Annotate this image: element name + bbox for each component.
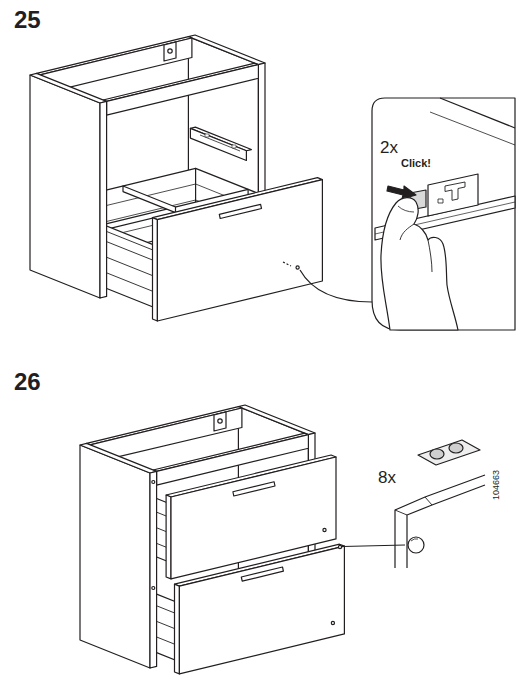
click-label: Click! <box>401 157 431 170</box>
quantity-label: 8x <box>378 468 396 488</box>
step-number: 26 <box>14 368 41 396</box>
quantity-label: 2x <box>380 138 398 158</box>
step-number: 25 <box>14 6 41 34</box>
article-number: 104663 <box>491 470 501 500</box>
